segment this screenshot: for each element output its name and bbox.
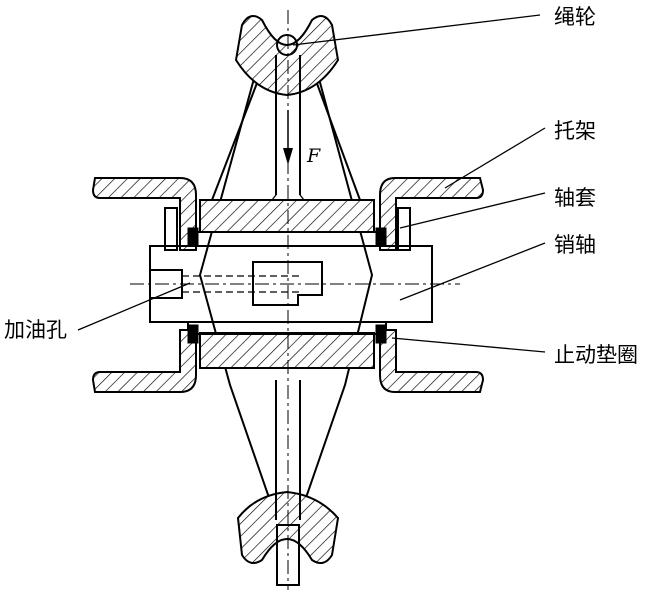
label-stop-washer: 止动垫圈	[554, 343, 638, 367]
sheave-rim-top	[234, 15, 340, 97]
hub-bottom	[199, 332, 375, 369]
force-symbol: F	[306, 145, 321, 167]
sheave-rim-bottom	[236, 490, 340, 586]
sheave-web	[198, 69, 374, 516]
hub-top	[199, 199, 375, 233]
pin-axle	[130, 245, 460, 323]
label-oil-hole: 加油孔	[4, 318, 67, 342]
label-pin: 销轴	[554, 233, 596, 257]
label-bushing: 轴套	[554, 186, 596, 210]
force-arrow	[283, 110, 293, 165]
label-sheave: 绳轮	[554, 5, 596, 29]
bushing-top	[187, 231, 387, 247]
leader-lines	[77, 14, 546, 353]
bracket-left	[91, 177, 197, 393]
label-bracket: 托架	[554, 119, 596, 143]
bracket-right	[379, 177, 485, 393]
